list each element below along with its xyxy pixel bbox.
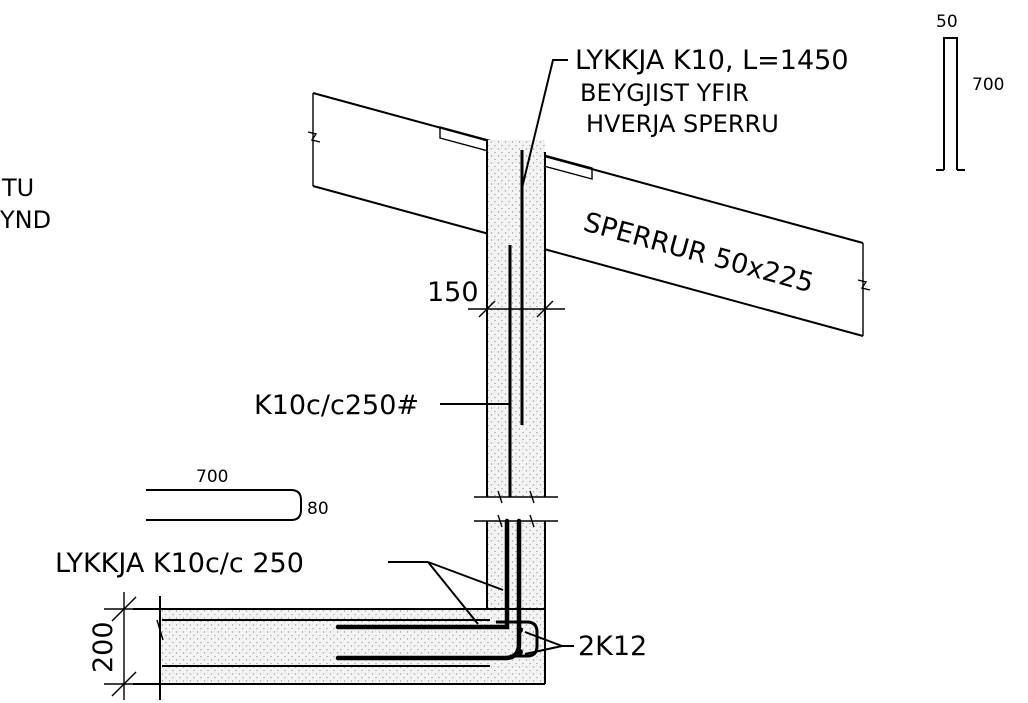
top-bar-callout	[521, 59, 568, 189]
bar-shape-left-length: 700	[196, 467, 228, 487]
slab	[133, 596, 546, 700]
partial-label-line-2: YND	[0, 206, 51, 234]
wall-thickness-label: 150	[427, 277, 479, 308]
partial-label-line-1: TU	[1, 174, 34, 202]
slab-thickness-label: 200	[88, 621, 119, 673]
bar-shape-left-hook: 80	[307, 499, 329, 519]
reinforcement	[162, 150, 539, 667]
bar-shape-left	[146, 489, 302, 521]
bar-shape-top-right	[936, 37, 965, 171]
corner-bars-label: 2K12	[578, 631, 647, 662]
wall-thickness-dimension	[468, 292, 565, 320]
wall-reinforcement-label: K10c/c250#	[254, 390, 419, 421]
wall	[474, 140, 558, 609]
bottom-bar-callout-leader	[388, 561, 504, 625]
top-bar-callout-line-3: HVERJA SPERRU	[586, 110, 779, 138]
corner-bars-leader	[524, 631, 574, 655]
top-bar-callout-line-1: LYKKJA K10, L=1450	[575, 45, 849, 76]
slab-thickness-dimension	[104, 592, 140, 700]
bar-shape-top-dim: 50	[936, 12, 958, 32]
top-bar-callout-line-2: BEYGJIST YFIR	[580, 79, 749, 107]
bar-shape-side-dim: 700	[972, 75, 1004, 95]
bottom-bar-callout-label: LYKKJA K10c/c 250	[55, 548, 304, 579]
